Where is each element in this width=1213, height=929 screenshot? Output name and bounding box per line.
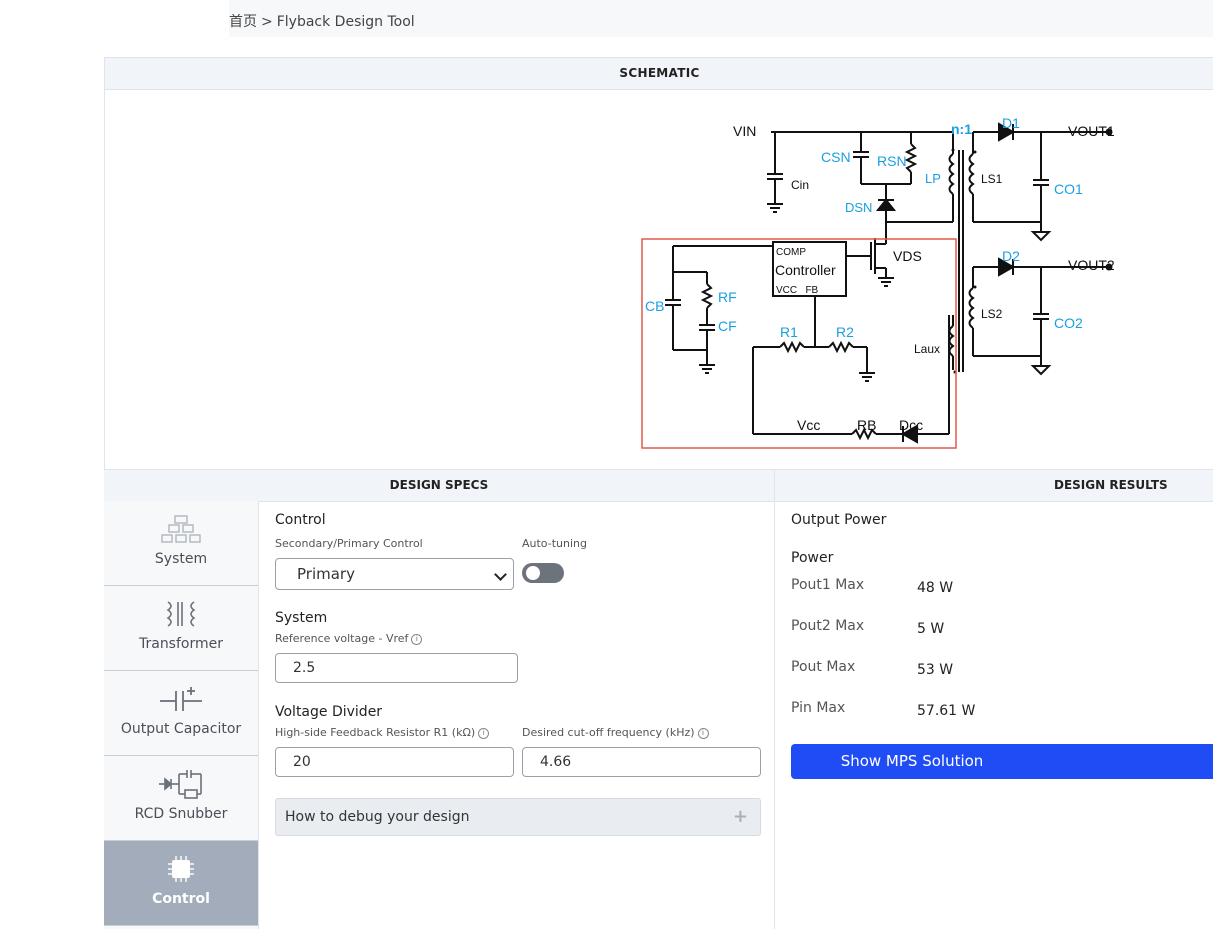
label-comp: COMP <box>776 247 806 258</box>
label-vds: VDS <box>893 248 922 264</box>
label-r2: R2 <box>836 324 854 340</box>
control-mode-label: Secondary/Primary Control <box>275 537 423 550</box>
voltage-divider-title: Voltage Divider <box>275 704 383 720</box>
label-cb: CB <box>645 298 664 314</box>
label-cin: Cin <box>791 178 809 192</box>
label-vout1: VOUT1 <box>1068 123 1115 139</box>
control-section-title: Control <box>275 512 326 528</box>
sidebar-item-output-capacitor[interactable]: Output Capacitor <box>104 671 258 756</box>
debug-design-accordion[interactable]: How to debug your design + <box>275 798 761 836</box>
label-turns-ratio: n:1 <box>951 121 972 137</box>
label-d2: D2 <box>1002 248 1020 264</box>
result-key-pout2: Pout2 Max <box>791 618 865 634</box>
label-dcc: Dcc <box>899 417 923 433</box>
system-section-title: System <box>275 610 328 626</box>
accordion-label: How to debug your design <box>285 809 470 825</box>
sidebar-item-control[interactable]: Control <box>104 841 258 926</box>
system-icon <box>161 515 201 543</box>
info-icon[interactable]: i <box>478 727 490 739</box>
schematic-panel: SCHEMATIC <box>104 57 1213 470</box>
cutoff-frequency-input[interactable]: 4.66 <box>522 747 761 777</box>
autotune-label: Auto-tuning <box>522 537 587 550</box>
label-controller: Controller <box>775 262 836 278</box>
snubber-icon <box>159 770 202 799</box>
r1-label: High-side Feedback Resistor R1 (kΩ) <box>275 726 476 739</box>
label-vcc-fb: VCC FB <box>776 285 819 296</box>
vref-input[interactable]: 2.5 <box>275 653 518 683</box>
sidebar-item-transformer[interactable]: Transformer <box>104 586 258 671</box>
autotune-toggle[interactable] <box>522 563 564 583</box>
capacitor-icon <box>160 687 202 711</box>
breadcrumb-current: Flyback Design Tool <box>276 14 415 30</box>
label-csn: CSN <box>821 149 851 165</box>
r1-label-wrap: High-side Feedback Resistor R1 (kΩ)i <box>275 726 490 739</box>
label-laux: Laux <box>914 342 940 356</box>
result-value-pout: 53 W <box>917 662 954 678</box>
design-results-header: DESIGN RESULTS <box>775 469 1213 502</box>
label-co1: CO1 <box>1054 181 1083 197</box>
chip-icon <box>168 856 194 882</box>
label-co2: CO2 <box>1054 315 1083 331</box>
design-results-title: DESIGN RESULTS <box>1054 478 1168 492</box>
label-rb: RB <box>857 417 876 433</box>
control-mode-value: Primary <box>297 565 355 583</box>
panel-divider <box>774 469 775 929</box>
sidebar-item-label: RCD Snubber <box>134 806 228 822</box>
label-cf: CF <box>718 318 737 334</box>
sidebar-item-label: Control <box>152 891 210 907</box>
label-vout2: VOUT2 <box>1068 257 1115 273</box>
breadcrumb-home-link[interactable]: 首页 <box>229 14 257 30</box>
r1-input[interactable]: 20 <box>275 747 514 777</box>
flyback-schematic: VIN Cin CSN RSN DSN LP n:1 D1 VOUT1 LS1 … <box>641 115 1115 449</box>
sidebar-item-label: System <box>154 551 208 567</box>
sidebar-item-label: Output Capacitor <box>120 721 242 737</box>
toggle-knob <box>526 566 540 580</box>
label-rf: RF <box>718 289 737 305</box>
info-icon[interactable]: i <box>697 727 709 739</box>
sidebar-item-label: Transformer <box>138 636 223 652</box>
info-icon[interactable]: i <box>411 633 423 645</box>
result-value-pout1: 48 W <box>917 580 954 596</box>
label-dsn: DSN <box>845 200 872 215</box>
result-value-pin: 57.61 W <box>917 703 976 719</box>
label-r1: R1 <box>780 324 798 340</box>
result-value-pout2: 5 W <box>917 621 945 637</box>
show-mps-solution-button[interactable]: Show MPS Solution <box>791 744 1213 779</box>
label-ls1: LS1 <box>981 172 1003 186</box>
plus-icon: + <box>732 806 748 827</box>
cutoff-label-wrap: Desired cut-off frequency (kHz)i <box>522 726 709 739</box>
vref-label: Reference voltage - Vref <box>275 632 409 645</box>
schematic-header: SCHEMATIC <box>105 58 1213 90</box>
cutoff-label: Desired cut-off frequency (kHz) <box>522 726 695 739</box>
breadcrumb-separator: > <box>261 14 273 30</box>
specs-sidebar: System Transformer Output Capacitor RCD … <box>104 501 259 929</box>
power-subtitle: Power <box>791 550 834 566</box>
transformer-icon <box>166 601 196 627</box>
label-d1: D1 <box>1002 115 1020 131</box>
output-power-title: Output Power <box>791 512 887 528</box>
label-vcc: Vcc <box>797 417 820 433</box>
design-specs-header: DESIGN SPECS <box>104 469 774 502</box>
breadcrumb: 首页>Flyback Design Tool <box>229 0 1213 37</box>
label-vin: VIN <box>733 123 756 139</box>
result-key-pin: Pin Max <box>791 700 846 716</box>
result-key-pout1: Pout1 Max <box>791 577 865 593</box>
sidebar-item-rcd-snubber[interactable]: RCD Snubber <box>104 756 258 841</box>
label-lp: LP <box>925 171 941 186</box>
label-ls2: LS2 <box>981 307 1003 321</box>
sidebar-item-system[interactable]: System <box>104 501 258 586</box>
label-rsn: RSN <box>877 153 907 169</box>
result-key-pout: Pout Max <box>791 659 856 675</box>
chevron-down-icon <box>494 568 507 581</box>
control-mode-select[interactable]: Primary <box>275 558 514 590</box>
